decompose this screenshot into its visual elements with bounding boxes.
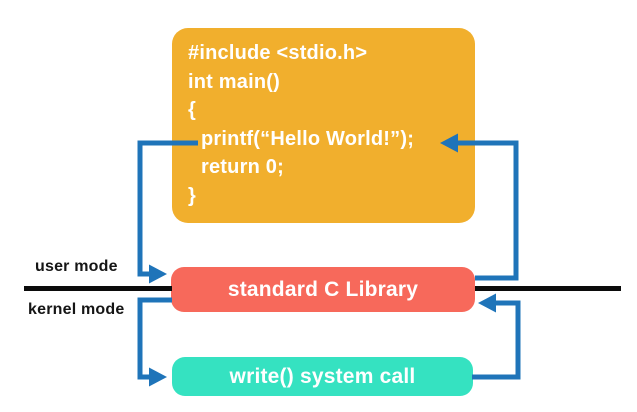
code-line-close-brace: } [188, 184, 196, 207]
code-line-printf: printf(“Hello World!”); [201, 127, 415, 150]
kernel-mode-label: kernel mode [28, 301, 125, 318]
arrow-printf-to-library-head-icon [149, 264, 167, 284]
standard-c-library-label: standard C Library [227, 277, 419, 301]
code-line-open-brace: { [188, 99, 196, 121]
code-line-main: int main() [188, 70, 280, 93]
write-syscall-box: write() system call [172, 357, 473, 396]
code-line-return: return 0; [201, 156, 284, 178]
code-block: #include <stdio.h> int main() { printf(“… [188, 39, 475, 210]
arrow-syscall-to-library-head-icon [478, 293, 496, 313]
arrow-library-to-syscall-line [137, 297, 172, 380]
standard-c-library-box: standard C Library [171, 267, 475, 312]
write-syscall-label: write() system call [229, 364, 416, 388]
c-program-code-box: #include <stdio.h> int main() { printf(“… [172, 28, 475, 223]
arrow-syscall-to-library-line [472, 300, 521, 380]
arrow-library-to-syscall-head-icon [149, 367, 167, 387]
user-mode-label: user mode [35, 258, 118, 275]
code-line-include: #include <stdio.h> [188, 42, 368, 64]
